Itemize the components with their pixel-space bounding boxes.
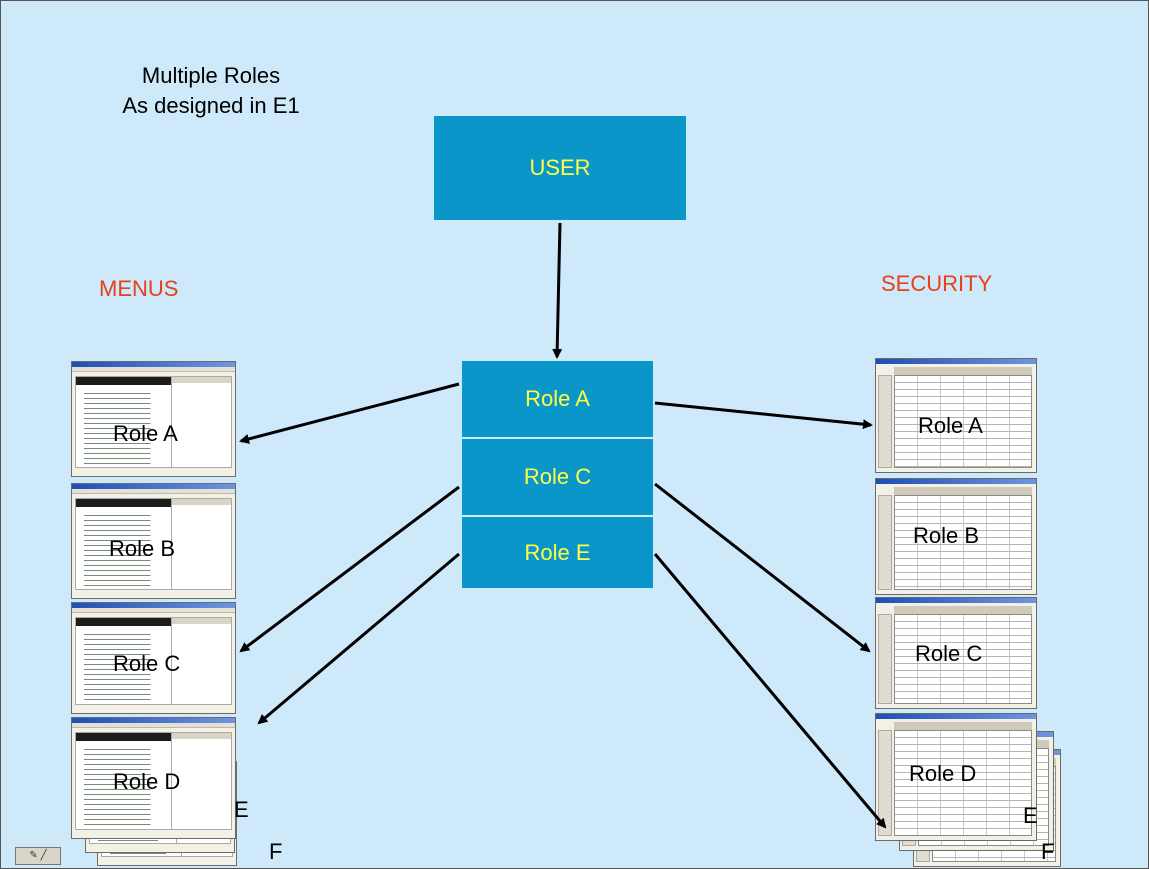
- role-box-e: Role E: [462, 517, 653, 588]
- menu-label-d: Role D: [113, 769, 181, 794]
- arrow-role-c-to-security-c: [654, 482, 871, 653]
- security-label-b: Role B: [913, 523, 980, 548]
- menu-label-e: E: [234, 797, 249, 822]
- role-box-e-label: Role E: [524, 539, 591, 565]
- title-line-2: As designed in E1: [122, 93, 300, 118]
- security-label-f: F: [1041, 839, 1055, 864]
- role-box-a: Role A: [462, 361, 653, 437]
- security-heading: SECURITY: [881, 271, 993, 296]
- security-thumb-b: [875, 478, 1037, 595]
- menus-heading: MENUS: [99, 276, 179, 301]
- arrow-role-e-to-security-e: [653, 553, 887, 829]
- role-box-c-label: Role C: [523, 464, 592, 489]
- title-line-1: Multiple Roles: [141, 63, 281, 88]
- arrow-role-a-to-security-a: [654, 401, 873, 430]
- menu-label-a: Role A: [113, 421, 178, 446]
- diagram-title: Multiple Roles As designed in E1: [61, 61, 361, 121]
- security-thumb-d: [875, 713, 1037, 841]
- security-label-a: Role A: [918, 413, 983, 438]
- menu-thumb-a: [71, 361, 236, 477]
- role-box-a-label: Role A: [525, 386, 590, 411]
- menu-thumb-c: [71, 602, 236, 714]
- arrow-role-e-to-menu-d: [257, 552, 460, 725]
- menu-label-c: Role C: [113, 651, 181, 676]
- user-box-label: USER: [529, 155, 591, 180]
- user-box: USER: [434, 116, 686, 220]
- menu-label-b: Role B: [109, 536, 176, 561]
- arrow-role-c-to-menu-c: [239, 485, 460, 653]
- security-label-e: E: [1023, 803, 1038, 828]
- menu-thumb-d: [71, 717, 236, 839]
- pen-icon[interactable]: ✎ ╱: [15, 847, 61, 865]
- security-thumb-a: [875, 358, 1037, 473]
- security-label-c: Role C: [915, 641, 983, 666]
- security-label-d: Role D: [909, 761, 977, 786]
- security-thumb-c: [875, 597, 1037, 709]
- role-box-c: Role C: [462, 439, 653, 515]
- menu-thumb-b: [71, 483, 236, 599]
- arrow-role-a-to-menu-a: [239, 382, 460, 444]
- arrow-user-to-roles: [552, 222, 563, 359]
- menu-label-f: F: [269, 839, 283, 864]
